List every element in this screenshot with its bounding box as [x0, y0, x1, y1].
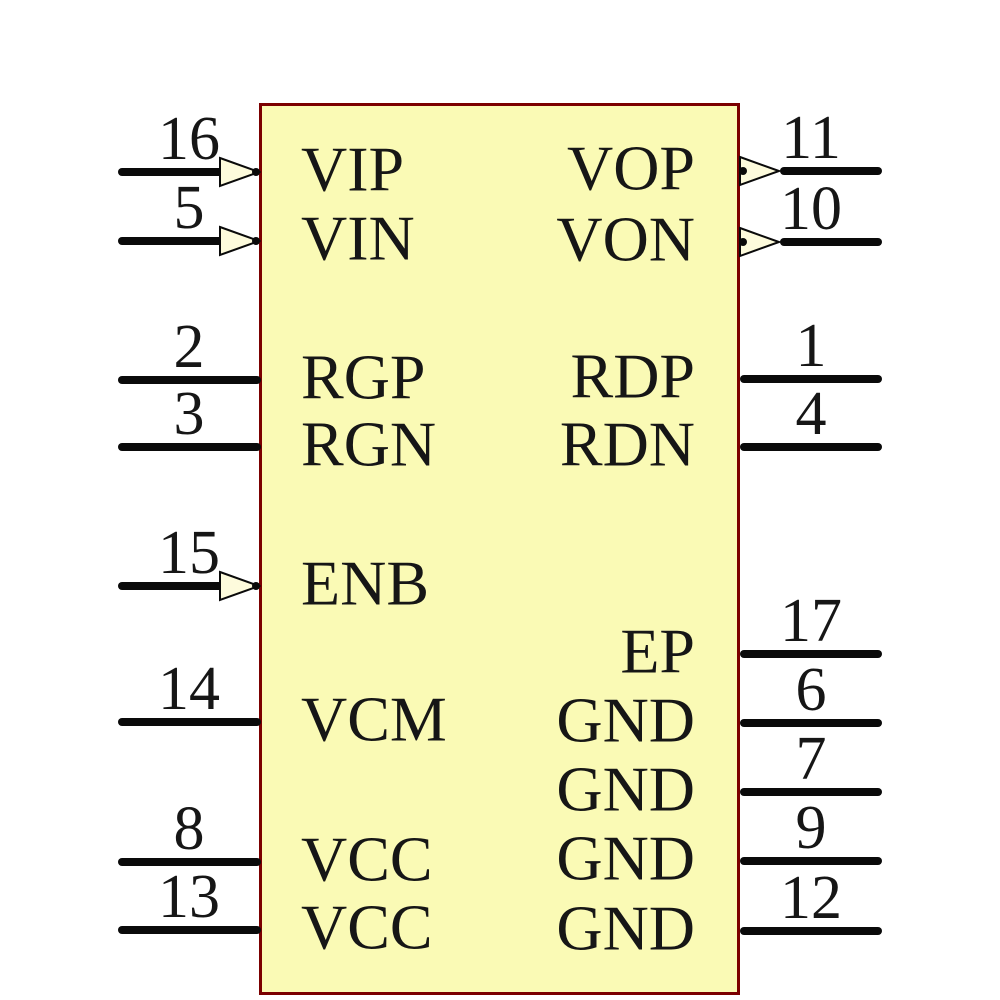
- input-arrow-icon: [219, 225, 261, 257]
- pin-wire: [118, 376, 261, 384]
- pin-wire: [118, 443, 261, 451]
- pin-wire: [780, 167, 882, 175]
- pin-wire: [740, 650, 882, 658]
- pin-label-vop: VOP: [566, 132, 695, 204]
- pin-number: 11: [781, 104, 841, 172]
- pin-label-von: VON: [556, 203, 695, 275]
- pin-number: 7: [795, 725, 827, 793]
- pin-label-gnd-4: GND: [556, 892, 695, 964]
- pin-label-vip: VIP: [301, 133, 405, 205]
- ic-body: VIP VIN RGP RGN ENB VCM VCC VCC VOP VON …: [259, 103, 740, 995]
- pin-wire: [118, 858, 261, 866]
- output-arrow-icon: [739, 155, 781, 187]
- input-arrow-icon: [219, 156, 261, 188]
- pin-wire: [118, 237, 224, 245]
- pin-label-gnd-2: GND: [556, 753, 695, 825]
- pin-number: 16: [158, 105, 220, 173]
- pin-number: 5: [173, 174, 205, 242]
- output-arrow-icon: [739, 226, 781, 258]
- pin-wire: [740, 719, 882, 727]
- input-arrow-icon: [219, 570, 261, 602]
- pin-label-rgp: RGP: [301, 341, 426, 413]
- pin-wire: [740, 857, 882, 865]
- pin-number: 10: [780, 175, 842, 243]
- pin-label-rgn: RGN: [301, 408, 437, 480]
- pin-label-ep: EP: [620, 615, 695, 687]
- pin-label-rdp: RDP: [570, 340, 696, 412]
- pin-number: 12: [780, 864, 842, 932]
- pin-number: 9: [795, 794, 827, 862]
- pin-wire: [118, 168, 224, 176]
- pin-label-gnd-1: GND: [556, 684, 695, 756]
- pin-number: 4: [795, 380, 827, 448]
- pin-label-vcc-2: VCC: [301, 891, 433, 963]
- pin-wire: [740, 375, 882, 383]
- pin-label-vcm: VCM: [301, 683, 447, 755]
- pin-number: 15: [158, 519, 220, 587]
- pin-wire: [740, 927, 882, 935]
- pin-wire: [118, 926, 261, 934]
- pin-label-rdn: RDN: [559, 408, 695, 480]
- pin-number: 6: [795, 656, 827, 724]
- pin-number: 14: [158, 655, 220, 723]
- pin-number: 17: [780, 587, 842, 655]
- pin-wire: [118, 718, 261, 726]
- pin-number: 13: [158, 863, 220, 931]
- pin-wire: [118, 582, 224, 590]
- pin-wire: [740, 788, 882, 796]
- pin-wire: [780, 238, 882, 246]
- pin-number: 2: [173, 313, 205, 381]
- pin-label-vcc-1: VCC: [301, 823, 433, 895]
- pin-wire: [740, 443, 882, 451]
- pin-number: 8: [173, 795, 205, 863]
- pin-number: 1: [795, 312, 827, 380]
- pin-number: 3: [173, 380, 205, 448]
- pin-label-gnd-3: GND: [556, 822, 695, 894]
- pin-label-vin: VIN: [301, 202, 415, 274]
- pin-label-enb: ENB: [301, 547, 429, 619]
